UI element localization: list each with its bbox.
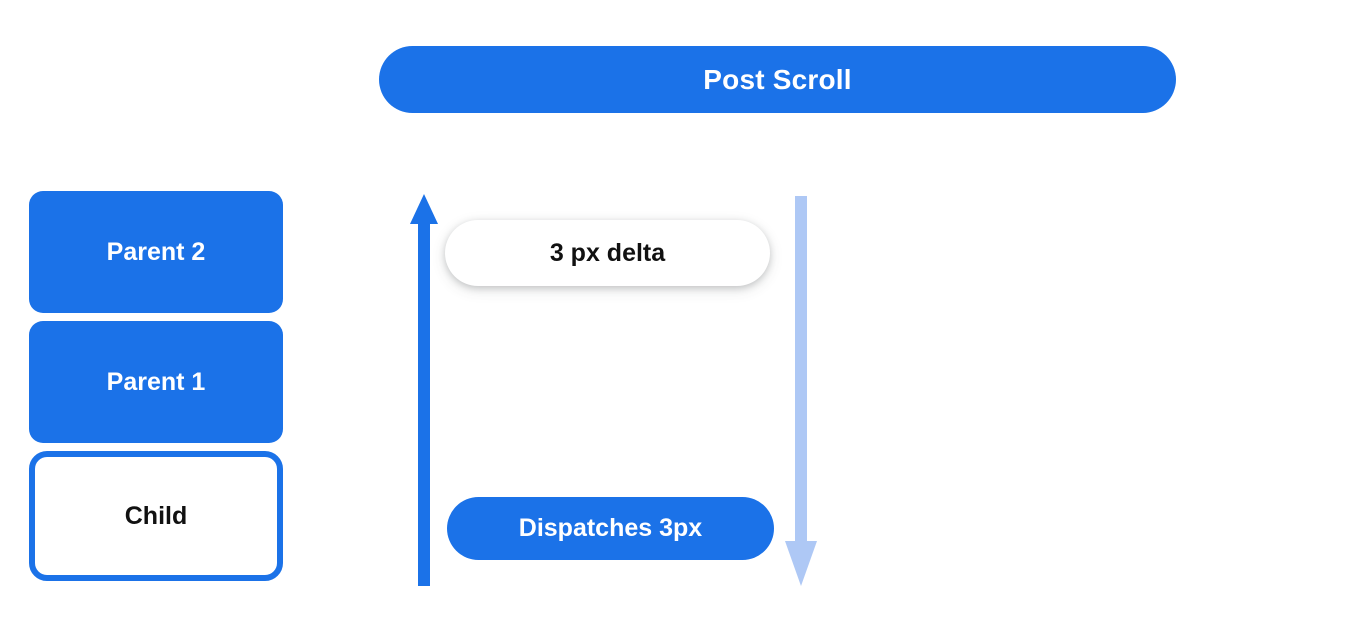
node-box-parent-2-label: Parent 2 [106, 237, 206, 266]
node-box-child: Child [29, 451, 283, 581]
dispatch-callout-pill: Dispatches 3px [447, 497, 774, 560]
node-box-parent-1-label: Parent 1 [106, 367, 206, 396]
dispatch-callout-label: Dispatches 3px [518, 514, 703, 542]
node-box-child-label: Child [124, 501, 188, 530]
scroll-up-arrow-icon [410, 194, 438, 586]
scroll-down-arrow-icon [785, 196, 817, 586]
node-box-parent-2: Parent 2 [29, 191, 283, 313]
title-banner-label: Post Scroll [703, 63, 852, 95]
node-box-parent-1: Parent 1 [29, 321, 283, 443]
delta-callout-pill: 3 px delta [445, 220, 770, 286]
title-banner: Post Scroll [379, 46, 1176, 113]
delta-callout-label: 3 px delta [549, 238, 666, 267]
node-stack: Parent 2 Parent 1 Child [29, 191, 283, 581]
